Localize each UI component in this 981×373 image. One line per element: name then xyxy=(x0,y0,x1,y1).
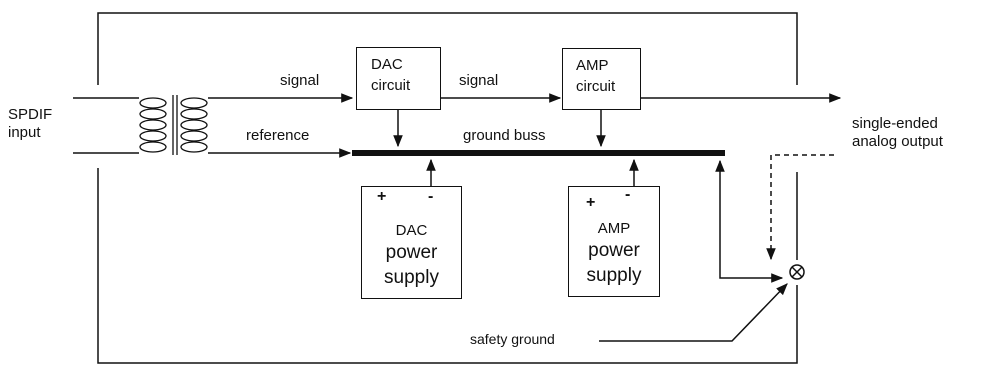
amp-psu-line2: supply xyxy=(586,265,642,286)
dac-circuit-box: DAC circuit xyxy=(356,47,441,110)
safety-ground-wiring xyxy=(599,154,838,342)
amp-psu-name: AMP xyxy=(597,220,631,237)
reference-label: reference xyxy=(246,127,310,144)
dac-psu-plus-terminal: + xyxy=(377,188,387,205)
analog-output-label-line1: single-ended xyxy=(852,115,938,132)
amp-circuit-label-type: circuit xyxy=(576,78,616,95)
ground-buss-bar xyxy=(352,150,725,156)
spdif-input-label-line2: input xyxy=(8,124,41,141)
dac-psu-minus-terminal: - xyxy=(428,188,434,205)
dac-circuit-label-type: circuit xyxy=(371,77,411,94)
circle-cross-junction-icon xyxy=(789,264,805,280)
signal-label-input: signal xyxy=(280,72,320,89)
ground-buss-label: ground buss xyxy=(463,127,546,144)
chassis-outline xyxy=(97,12,798,364)
spdif-input-label-line1: SPDIF xyxy=(8,106,53,123)
amp-psu-minus-terminal: - xyxy=(625,186,631,203)
signal-wires xyxy=(248,93,842,158)
input-wires xyxy=(73,97,248,154)
dac-power-supply-box: + - DAC power supply xyxy=(361,186,462,299)
signal-label-dac-to-amp: signal xyxy=(459,72,499,89)
amp-power-supply-box: + - AMP power supply xyxy=(568,186,660,297)
dac-psu-line1: power xyxy=(385,242,438,263)
amp-psu-line1: power xyxy=(588,240,640,261)
amp-psu-plus-terminal: + xyxy=(586,194,596,211)
dac-psu-name: DAC xyxy=(395,222,428,239)
safety-ground-label: safety ground xyxy=(470,331,555,347)
ground-connections xyxy=(393,110,639,186)
analog-output-label-line2: analog output xyxy=(852,133,943,150)
transformer-coils-icon xyxy=(139,95,208,155)
dac-psu-line2: supply xyxy=(384,267,439,288)
amp-circuit-label-name: AMP xyxy=(576,57,609,74)
dac-circuit-label-name: DAC xyxy=(371,56,403,73)
amp-circuit-box: AMP circuit xyxy=(562,48,641,110)
